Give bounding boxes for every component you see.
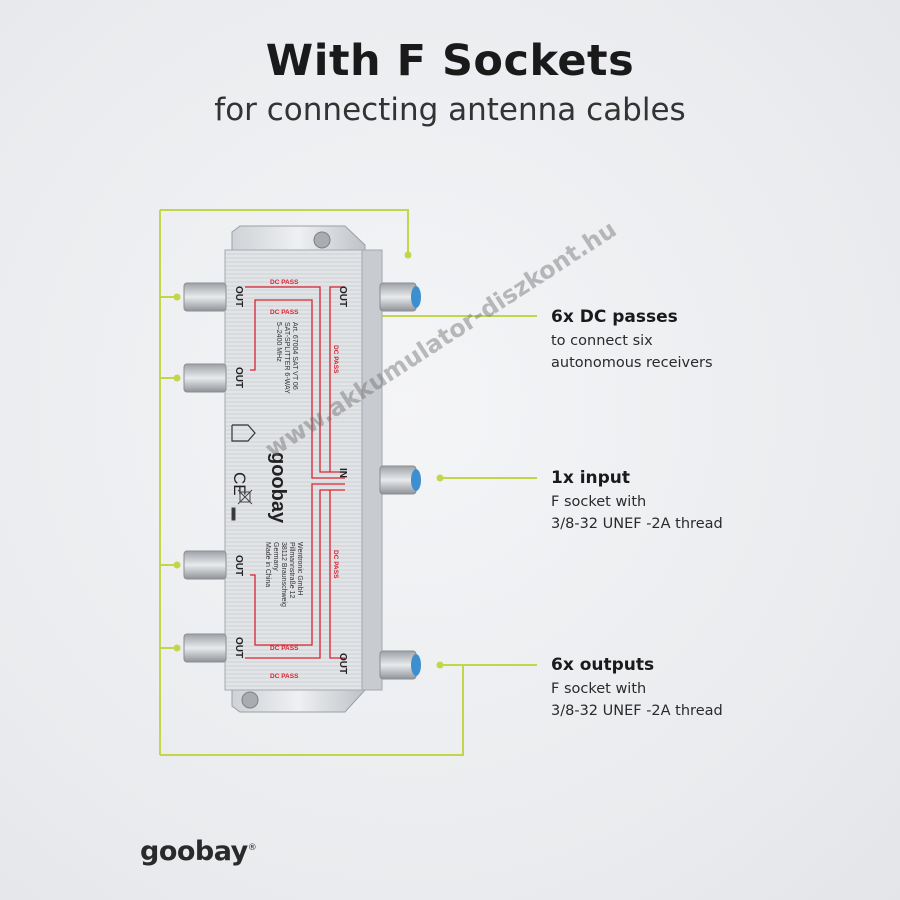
out-label: OUT bbox=[233, 286, 244, 307]
maker-line: Made in China bbox=[264, 542, 271, 587]
spec-line: Art. 67004 SAT VT 06 bbox=[291, 322, 298, 390]
input-socket bbox=[379, 465, 421, 495]
output-socket bbox=[183, 550, 227, 580]
feature-outputs: 6x outputs F socket with 3/8-32 UNEF -2A … bbox=[551, 655, 723, 722]
feature-input: 1x input F socket with 3/8-32 UNEF -2A th… bbox=[551, 468, 723, 535]
page-title: With F Sockets bbox=[265, 36, 635, 86]
device-brand-logo: goobay bbox=[267, 452, 289, 524]
maker-line: Pillmannstraße 12 bbox=[288, 542, 295, 599]
feature-text: 3/8-32 UNEF -2A thread bbox=[551, 516, 723, 532]
spec-line: 5–2400 MHz bbox=[275, 322, 282, 362]
splitter-housing bbox=[224, 225, 383, 713]
in-label: IN bbox=[337, 468, 348, 478]
screw-icon bbox=[313, 231, 331, 249]
goobay-logo: goobay® bbox=[140, 836, 257, 867]
feature-text: F socket with bbox=[551, 494, 647, 510]
feature-text: 3/8-32 UNEF -2A thread bbox=[551, 703, 723, 719]
dc-pass-label: DC PASS bbox=[270, 279, 299, 286]
dc-pass-label: DC PASS bbox=[332, 550, 339, 579]
feature-text: autonomous receivers bbox=[551, 355, 713, 371]
feature-text: to connect six bbox=[551, 333, 653, 349]
dc-pass-label: DC PASS bbox=[270, 673, 299, 680]
feature-title: 6x outputs bbox=[551, 655, 655, 675]
feature-title: 6x DC passes bbox=[551, 307, 678, 327]
output-socket bbox=[379, 282, 421, 312]
out-label: OUT bbox=[337, 653, 348, 674]
maker-line: 38112 Braunschweig bbox=[280, 542, 287, 607]
out-label: OUT bbox=[233, 367, 244, 388]
feature-dc-passes: 6x DC passes to connect six autonomous re… bbox=[551, 307, 713, 374]
spec-line: SAT-SPLITTER 6-WAY bbox=[283, 322, 290, 394]
logo-text: goobay bbox=[140, 836, 248, 867]
dc-pass-label: DC PASS bbox=[332, 345, 339, 374]
feature-title: 1x input bbox=[551, 468, 631, 488]
dc-pass-label: DC PASS bbox=[270, 309, 299, 316]
f-sockets bbox=[183, 282, 421, 680]
out-label: OUT bbox=[233, 637, 244, 658]
screw-icon bbox=[241, 691, 259, 709]
dc-pass-traces bbox=[245, 286, 345, 659]
out-label: OUT bbox=[233, 555, 244, 576]
output-socket bbox=[379, 650, 421, 680]
dc-pass-label: DC PASS bbox=[270, 645, 299, 652]
ce-mark: CE bbox=[230, 472, 249, 496]
out-label: OUT bbox=[337, 286, 348, 307]
maker-line: Wentronic GmbH bbox=[296, 542, 303, 596]
feature-text: F socket with bbox=[551, 681, 647, 697]
output-socket bbox=[183, 633, 227, 663]
output-socket bbox=[183, 363, 227, 393]
registered-mark: ® bbox=[247, 843, 257, 853]
page-subtitle: for connecting antenna cables bbox=[214, 92, 686, 128]
house-icon bbox=[231, 424, 256, 442]
weee-bin-icon bbox=[231, 489, 253, 521]
output-socket bbox=[183, 282, 227, 312]
maker-line: Germany bbox=[272, 542, 279, 571]
